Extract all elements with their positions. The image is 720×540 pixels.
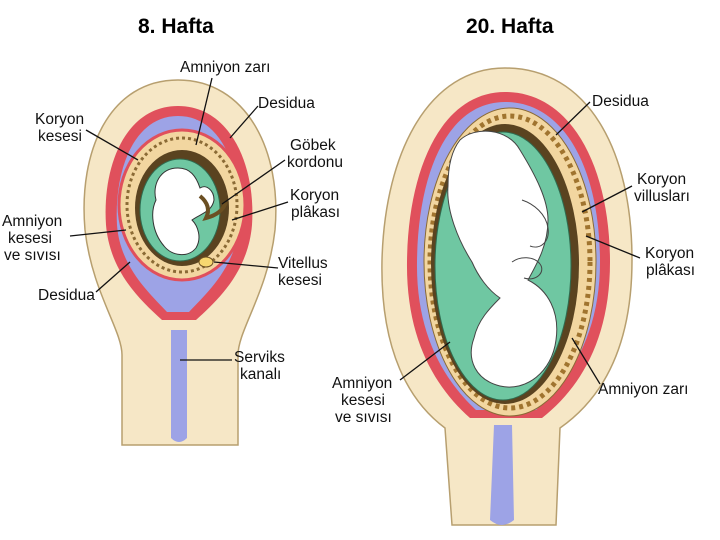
embryo-8-weeks <box>152 167 215 255</box>
title-8-weeks: 8. Hafta <box>138 15 214 38</box>
label-koryon-plakasi-left: Koryon plâkası <box>290 187 343 221</box>
yolk-sac <box>198 256 214 268</box>
label-gobek-kordonu: Göbek kordonu <box>287 137 343 171</box>
uterus-8-weeks <box>83 79 277 446</box>
label-serviks-kanali: Serviks kanalı <box>234 349 289 383</box>
cervical-canal-left <box>171 330 187 442</box>
label-koryon-villuslari: Koryon villusları <box>634 171 690 205</box>
title-20-weeks: 20. Hafta <box>466 15 554 38</box>
label-amniyon-zari-left: Amniyon zarı <box>180 59 270 76</box>
label-amniyon-zari-right: Amniyon zarı <box>598 381 688 398</box>
label-desidua-bottom-left: Desidua <box>38 287 95 304</box>
label-desidua-right: Desidua <box>592 93 649 110</box>
cervical-canal-right <box>490 425 514 525</box>
label-amniyon-kesesi-left: Amniyon kesesi ve sıvısı <box>2 213 67 264</box>
label-amniyon-kesesi-right: Amniyon kesesi ve sıvısı <box>332 375 397 426</box>
label-vitellus-kesesi: Vitellus kesesi <box>278 255 332 289</box>
fetus-20-weeks <box>447 130 558 388</box>
label-desidua-top-left: Desidua <box>258 95 315 112</box>
uterus-20-weeks <box>381 67 633 526</box>
label-koryon-plakasi-right: Koryon plâkası <box>645 245 698 279</box>
leader-lines <box>69 77 641 385</box>
labels-8-weeks: Amniyon zarı Desidua Koryon kesesi Göbek… <box>2 59 343 383</box>
labels-20-weeks: Desidua Koryon villusları Koryon plâkası… <box>332 93 698 426</box>
label-koryon-kesesi-left: Koryon kesesi <box>35 111 88 145</box>
